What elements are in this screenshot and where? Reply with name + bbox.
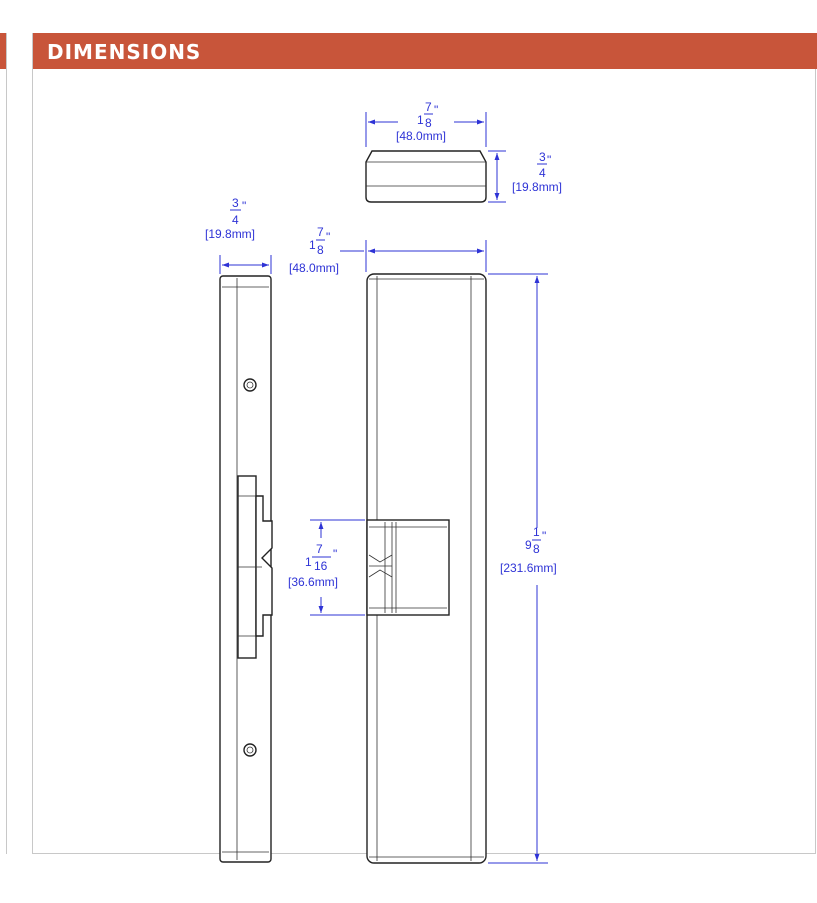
top-height-inch: "	[547, 153, 551, 167]
previous-panel-header-edge	[0, 33, 6, 69]
top-width-denominator: 8	[425, 116, 432, 130]
top-width-dimension: 1 7 8 " [48.0mm]	[365, 100, 487, 147]
front-width-numerator: 7	[317, 225, 324, 239]
side-width-dimension: 3 4 " [19.8mm]	[205, 196, 272, 274]
front-height-denominator: 8	[533, 542, 540, 556]
front-width-denominator: 8	[317, 243, 324, 257]
side-width-numerator: 3	[232, 196, 239, 210]
side-width-inch: "	[242, 199, 246, 213]
top-view	[365, 150, 487, 203]
strike-height-numerator: 7	[316, 542, 323, 556]
top-width-whole: 1	[417, 113, 424, 127]
top-height-numerator: 3	[539, 150, 546, 164]
front-width-whole: 1	[309, 238, 316, 252]
panel-header: DIMENSIONS	[33, 33, 817, 69]
front-width-inch: "	[326, 230, 330, 244]
strike-height-dimension: 1 7 16 " [36.6mm]	[288, 519, 365, 616]
front-height-mm: [231.6mm]	[500, 561, 557, 575]
top-width-mm: [48.0mm]	[396, 129, 446, 143]
strike-height-whole: 1	[305, 555, 312, 569]
top-height-dimension: 3 4 " [19.8mm]	[488, 150, 562, 203]
side-width-mm: [19.8mm]	[205, 227, 255, 241]
front-width-dimension: 1 7 8 " [48.0mm]	[289, 225, 487, 275]
front-view	[366, 273, 487, 864]
strike-height-inch: "	[333, 547, 337, 561]
top-height-mm: [19.8mm]	[512, 180, 562, 194]
strike-height-mm: [36.6mm]	[288, 575, 338, 589]
top-height-denominator: 4	[539, 166, 546, 180]
front-height-numerator: 1	[533, 525, 540, 539]
side-width-denominator: 4	[232, 213, 239, 227]
panel-title: DIMENSIONS	[47, 40, 202, 64]
top-width-numerator: 7	[425, 100, 432, 114]
side-view	[219, 275, 273, 863]
front-height-whole: 9	[525, 538, 532, 552]
front-height-inch: "	[542, 529, 546, 543]
front-height-dimension: 9 1 8 " [231.6mm]	[488, 273, 557, 864]
top-width-inch: "	[434, 103, 438, 117]
front-width-mm: [48.0mm]	[289, 261, 339, 275]
strike-height-denominator: 16	[314, 559, 328, 573]
previous-panel-edge	[0, 33, 7, 854]
